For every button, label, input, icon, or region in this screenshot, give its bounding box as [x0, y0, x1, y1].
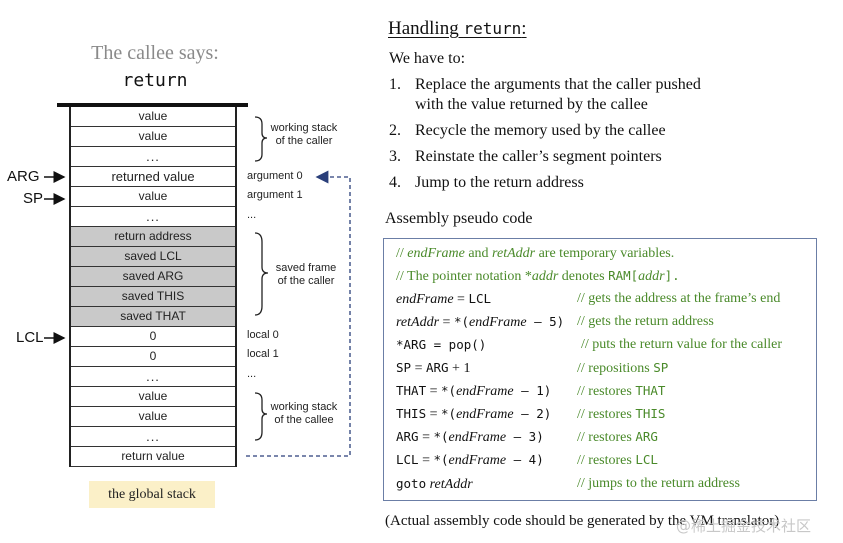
local-0-label: local 0 [247, 329, 279, 341]
step-number: 3. [389, 148, 401, 165]
stack-cell: 0 [71, 327, 235, 347]
assembly-title: Assembly pseudo code [385, 210, 533, 227]
local-1-label: local 1 [247, 348, 279, 360]
stack-cell-frame: return address [71, 227, 235, 247]
section-heading: Handling return: [388, 18, 527, 40]
code-line: LCL = *(endFrame – 4) [396, 452, 544, 468]
stack-cell: returned value [71, 167, 235, 187]
pseudo-code-box: // endFrame and retAddr are temporary va… [383, 238, 817, 501]
step-text: Recycle the memory used by the callee [415, 122, 666, 139]
sp-pointer-label: SP [23, 190, 44, 207]
arg-pointer-label: ARG [7, 168, 40, 185]
stack-cell-frame: saved ARG [71, 267, 235, 287]
brace-label-line: of the callee [274, 414, 334, 426]
step-item: 4. Jump to the return address [389, 173, 584, 193]
step-text: Replace the arguments that the caller pu… [415, 76, 701, 93]
step-text: Jump to the return address [415, 174, 584, 191]
saved-frame-brace [254, 232, 269, 316]
stack-cell: value [71, 187, 235, 207]
argument-0-label: argument 0 [247, 170, 303, 182]
code-comment: // restores THIS [577, 406, 666, 422]
callee-stack-brace [254, 392, 268, 441]
global-stack-caption: the global stack [89, 481, 215, 508]
code-line: retAddr = *(endFrame – 5) [396, 314, 565, 330]
caller-working-stack-label: working stack of the caller [265, 122, 343, 148]
stack-cell: ... [71, 367, 235, 387]
code-line: goto retAddr [396, 476, 473, 492]
lcl-pointer-label: LCL [16, 329, 44, 346]
code-line: THIS = *(endFrame – 2) [396, 406, 552, 422]
code-comment: // jumps to the return address [577, 476, 740, 491]
argument-dots-label: ... [247, 209, 257, 221]
step-item: 1. Replace the arguments that the caller … [389, 75, 701, 115]
step-text-continued: with the value returned by the callee [415, 96, 648, 113]
stack-cell: return value [71, 447, 235, 467]
stack-cell: value [71, 127, 235, 147]
step-item: 3. Reinstate the caller’s segment pointer… [389, 147, 662, 167]
code-comment: // restores LCL [577, 452, 658, 468]
caller-stack-brace [254, 116, 268, 162]
callee-says-title: The callee says: [91, 42, 219, 64]
code-line: SP = ARG + 1 [396, 360, 471, 376]
stack-cell: value [71, 107, 235, 127]
stack-cell: value [71, 407, 235, 427]
step-number: 2. [389, 122, 401, 139]
global-stack-diagram: value value ... returned value value ...… [69, 107, 237, 467]
step-number: 1. [389, 76, 401, 93]
code-comment: // repositions SP [577, 360, 669, 376]
code-comment: // puts the return value for the caller [581, 337, 782, 352]
stack-cell: ... [71, 207, 235, 227]
watermark: @稀土掘金技术社区 [676, 517, 812, 535]
step-number: 4. [389, 174, 401, 191]
brace-label-line: of the caller [277, 275, 335, 287]
brace-label-line: of the caller [275, 135, 333, 147]
code-line: ARG = *(endFrame – 3) [396, 429, 544, 445]
heading-suffix: : [521, 18, 527, 39]
intro-text: We have to: [389, 50, 466, 67]
code-line: THAT = *(endFrame – 1) [396, 383, 552, 399]
heading-prefix: Handling [388, 18, 464, 39]
footnote: (Actual assembly code should be generate… [385, 513, 780, 529]
code-comment-line: // The pointer notation *addr denotes RA… [396, 268, 680, 284]
code-comment: // gets the return address [577, 314, 714, 329]
brace-label-line: working stack [270, 122, 338, 134]
local-dots-label: ... [247, 368, 257, 380]
stack-top-bar [57, 103, 248, 107]
stack-cell: ... [71, 427, 235, 447]
callee-return-command: return [122, 70, 188, 91]
heading-code: return [463, 19, 522, 38]
saved-frame-label: saved frame of the caller [267, 262, 345, 288]
stack-cell: value [71, 387, 235, 407]
code-comment: // restores ARG [577, 429, 658, 445]
stack-cell-frame: saved THIS [71, 287, 235, 307]
step-text: Reinstate the caller’s segment pointers [415, 148, 662, 165]
stack-cell-frame: saved THAT [71, 307, 235, 327]
brace-label-line: working stack [270, 401, 338, 413]
code-comment-line: // endFrame and retAddr are temporary va… [396, 246, 675, 261]
return-value-dashed-path [246, 170, 351, 457]
brace-label-line: saved frame [275, 262, 337, 274]
stack-cell: ... [71, 147, 235, 167]
stack-cell-frame: saved LCL [71, 247, 235, 267]
code-comment: // gets the address at the frame’s end [577, 291, 781, 306]
stack-cell: 0 [71, 347, 235, 367]
code-line: *ARG = pop() [396, 337, 487, 352]
code-line: endFrame = LCL [396, 291, 492, 307]
callee-working-stack-label: working stack of the callee [265, 401, 343, 427]
step-item: 2. Recycle the memory used by the callee [389, 121, 666, 141]
argument-1-label: argument 1 [247, 189, 303, 201]
code-comment: // restores THAT [577, 383, 666, 399]
